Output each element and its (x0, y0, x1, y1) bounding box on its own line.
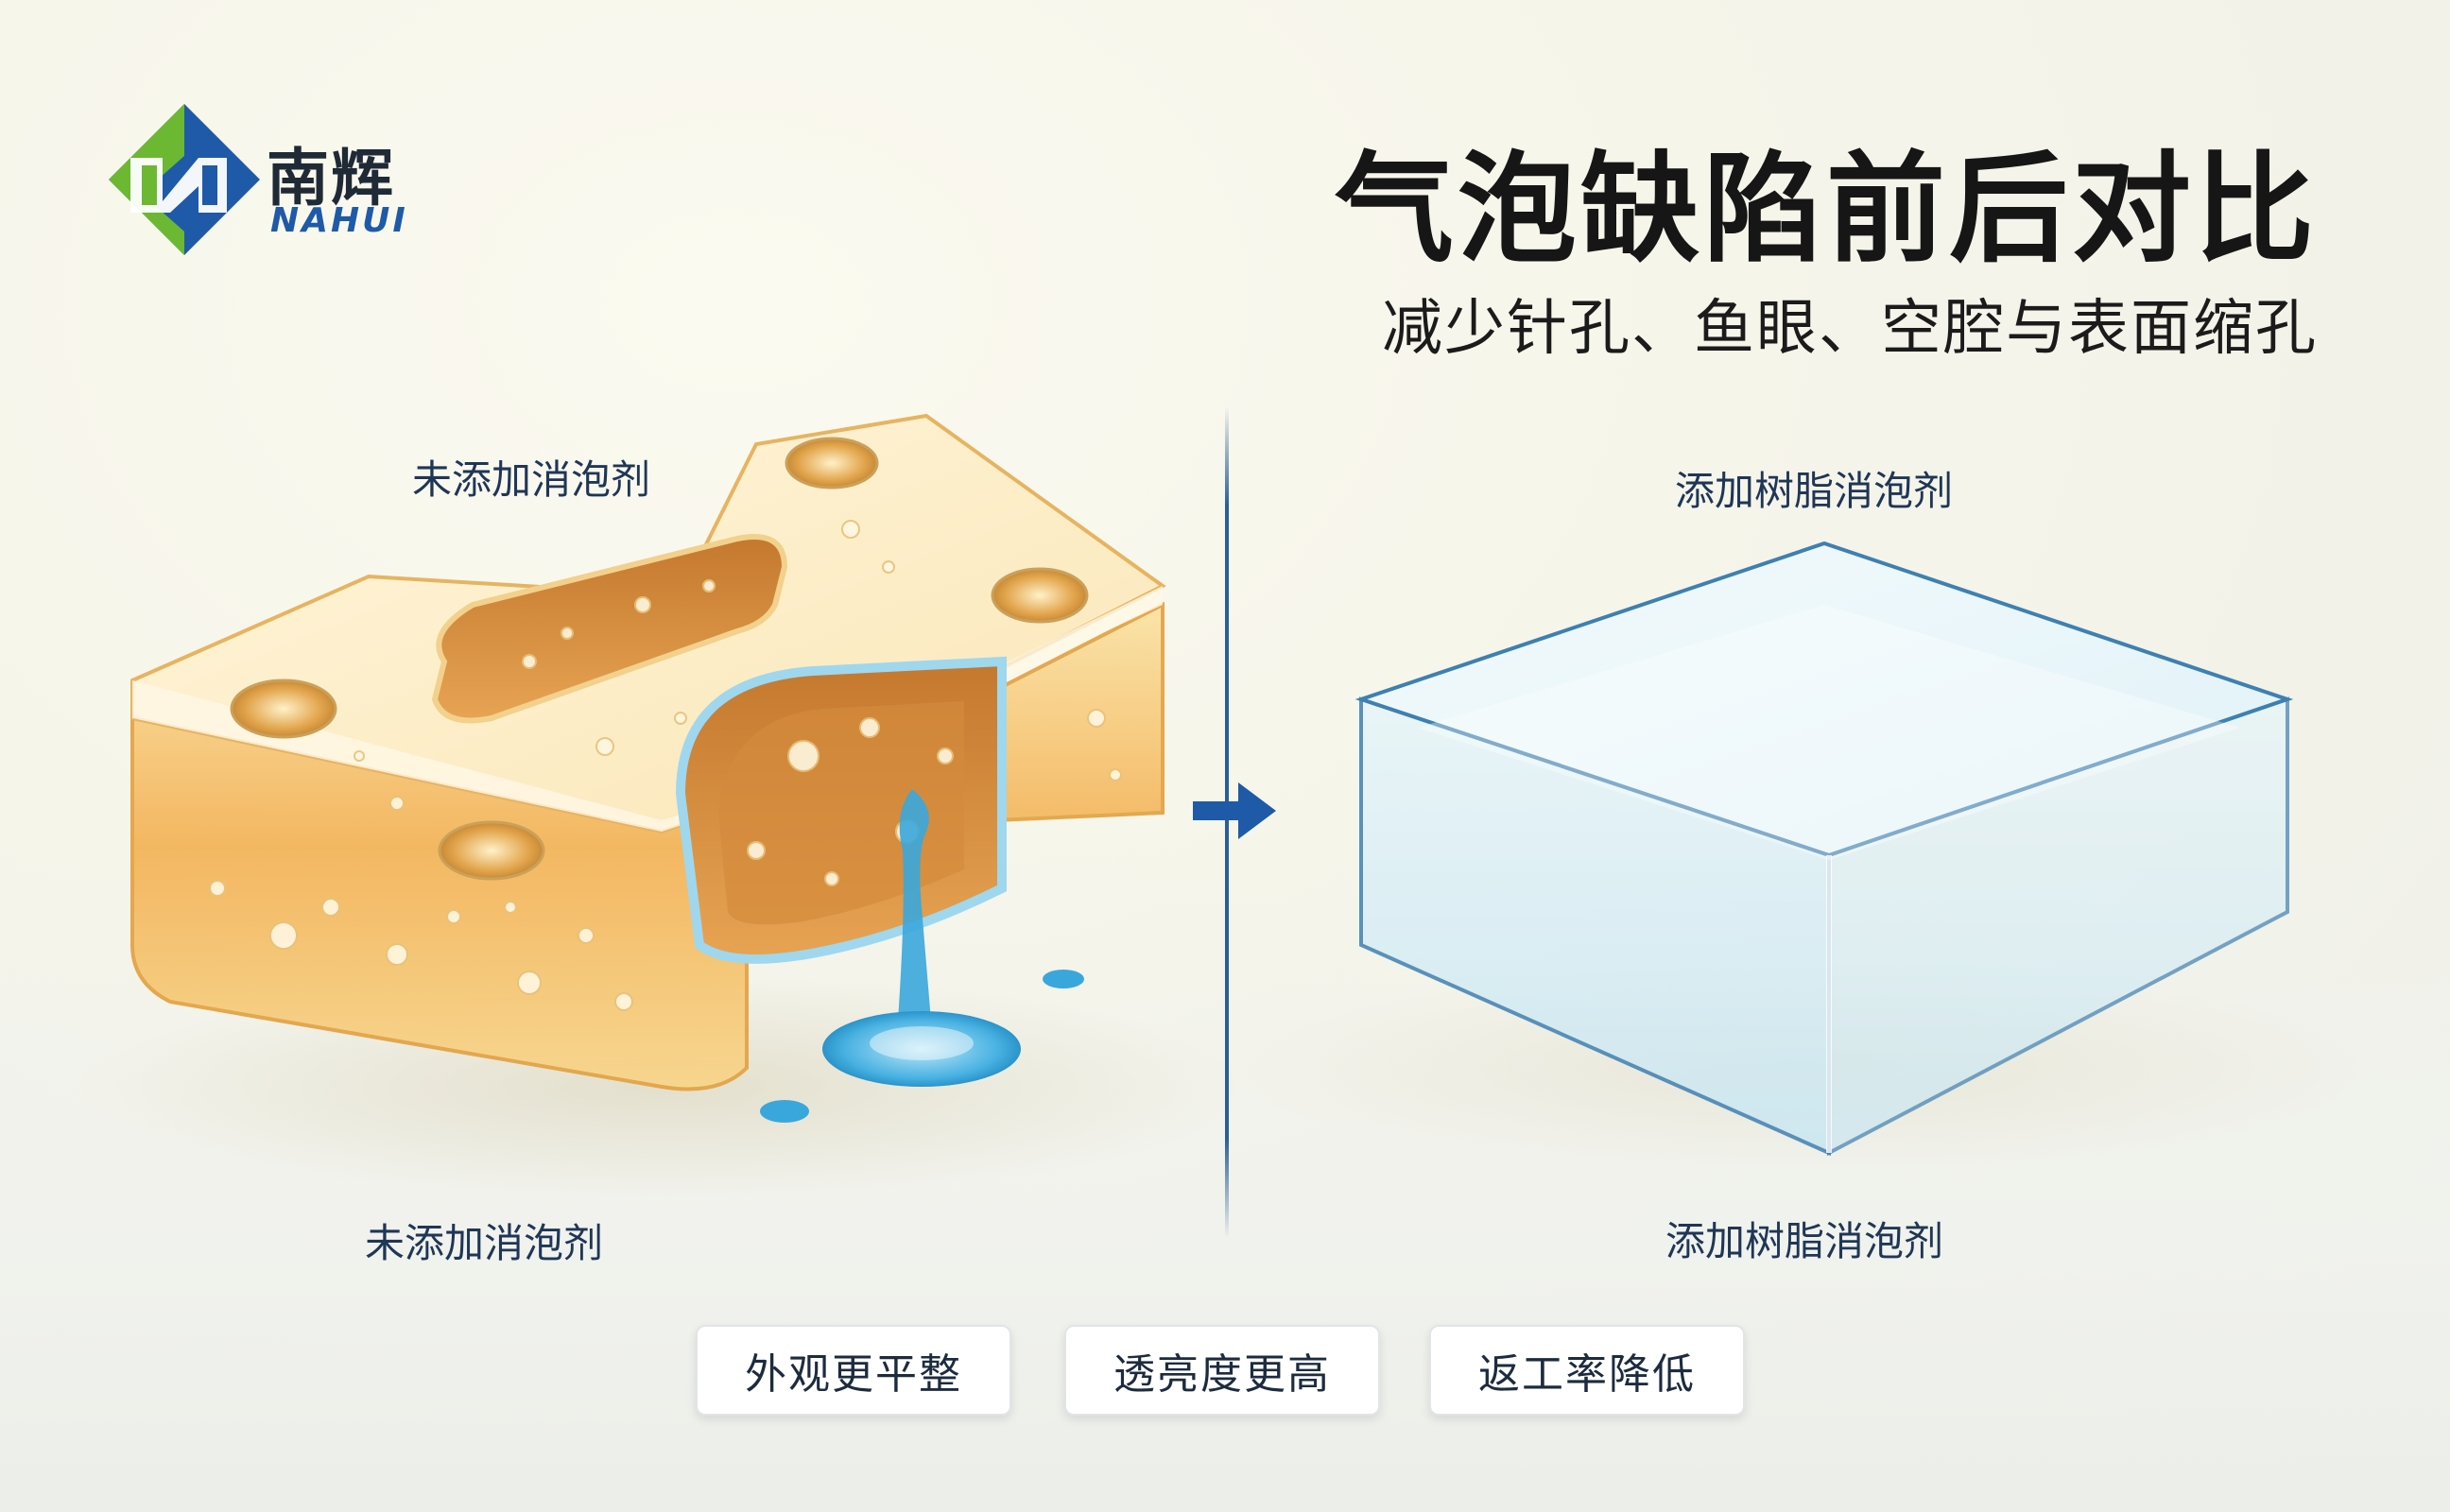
resin-droplet (898, 789, 931, 1023)
brand-name-en: NAHUI (270, 201, 408, 240)
brand-logo: 南辉 NAHUI (104, 99, 406, 260)
page-subtitle: 减少针孔、鱼眼、空腔与表面缩孔 (1382, 294, 2318, 364)
left-label-top: 未添加消泡剂 (412, 456, 651, 503)
benefit-chip-flat: 外观更平整 (696, 1325, 1011, 1416)
right-label-bottom: 添加树脂消泡剂 (1665, 1218, 1944, 1264)
top-cavity (431, 534, 788, 724)
brand-name-cn: 南辉 (267, 142, 395, 215)
page-title: 气泡缺陷前后对比 (1335, 140, 2318, 279)
right-label-top: 添加树脂消泡剂 (1675, 468, 1954, 514)
panel-divider (1225, 406, 1229, 1238)
benefit-chip-clarity: 透亮度更高 (1064, 1325, 1380, 1416)
resin-pool (822, 1011, 1021, 1087)
left-label-bottom: 未添加消泡剂 (365, 1220, 604, 1266)
benefit-chip-rework: 返工率降低 (1429, 1325, 1745, 1416)
bubbles (209, 520, 1122, 1011)
arrow-right-icon (1193, 782, 1276, 839)
resin-block-front (130, 601, 1165, 1091)
nahui-logo-icon (109, 104, 260, 255)
